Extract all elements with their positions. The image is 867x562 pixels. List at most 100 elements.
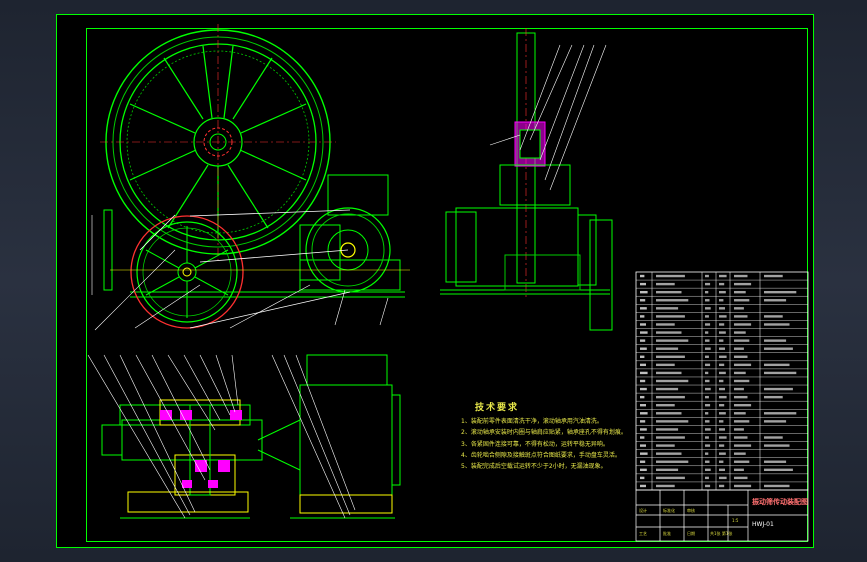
parts-cell-illegible: [734, 420, 750, 423]
parts-cell-illegible: [719, 355, 727, 358]
parts-cell-illegible: [656, 282, 675, 286]
parts-cell-illegible: [705, 420, 710, 423]
parts-cell-illegible: [764, 274, 783, 278]
parts-cell-illegible: [734, 290, 746, 294]
leader-lines-front: [91, 215, 389, 331]
parts-cell-illegible: [719, 363, 725, 367]
leader-lines-side: [489, 44, 607, 191]
parts-cell-illegible: [640, 355, 645, 358]
base-frame-front: [103, 174, 405, 298]
parts-cell-illegible: [640, 484, 646, 488]
parts-cell-illegible: [705, 371, 709, 375]
parts-cell-illegible: [656, 339, 689, 342]
parts-cell-illegible: [640, 290, 648, 294]
parts-cell-illegible: [656, 420, 689, 423]
parts-cell-illegible: [764, 315, 783, 318]
note-line-2: 2、滚动轴承安装时内圈与轴肩应贴紧，轴承座孔不得有划痕。: [461, 429, 627, 437]
parts-cell-illegible: [705, 355, 709, 358]
parts-cell-illegible: [656, 315, 685, 318]
parts-cell-illegible: [719, 387, 725, 391]
drawing-title: 振动筛传动装配图: [752, 498, 808, 506]
parts-cell-illegible: [719, 307, 725, 310]
note-line-1: 1、装配前零件表面清洗干净，滚动轴承用汽油清洗。: [461, 418, 603, 426]
parts-cell-illegible: [719, 404, 725, 407]
motor-pulley-front-view: [299, 207, 391, 293]
note-line-4: 4、齿轮啮合侧隙及接触斑点符合图纸要求，手动盘车灵活。: [461, 451, 621, 459]
parts-cell-illegible: [656, 307, 679, 310]
parts-cell-illegible: [705, 363, 711, 367]
parts-cell-illegible: [656, 404, 675, 407]
large-pulley-front-view: [100, 24, 336, 262]
parts-cell-illegible: [719, 436, 727, 439]
parts-cell-illegible: [719, 460, 724, 463]
notes-title: 技术要求: [475, 403, 520, 413]
parts-cell-illegible: [719, 274, 727, 278]
parts-cell-illegible: [705, 484, 711, 488]
parts-cell-illegible: [719, 420, 724, 423]
parts-cell-illegible: [719, 395, 727, 399]
parts-cell-illegible: [656, 468, 679, 472]
parts-cell-illegible: [734, 371, 746, 375]
parts-cell-illegible: [719, 331, 726, 334]
parts-cell-illegible: [719, 347, 725, 350]
drawing-code: HWJ-01: [752, 521, 774, 528]
tb-process: 工艺: [639, 531, 647, 536]
parts-cell-illegible: [640, 315, 645, 318]
parts-cell-illegible: [719, 371, 726, 375]
parts-cell-illegible: [734, 315, 748, 318]
parts-cell-illegible: [734, 379, 750, 383]
parts-cell-illegible: [656, 476, 685, 480]
parts-cell-illegible: [764, 484, 790, 488]
parts-cell-illegible: [734, 484, 752, 488]
parts-cell-illegible: [734, 412, 746, 415]
parts-cell-illegible: [734, 355, 748, 358]
parts-cell-illegible: [705, 282, 711, 286]
parts-cell-illegible: [764, 347, 793, 350]
parts-cell-illegible: [705, 315, 709, 318]
parts-cell-illegible: [705, 323, 711, 326]
tb-sheet: 共1张 第1张: [710, 531, 733, 536]
drawing-sheet: [56, 14, 813, 548]
parts-cell-illegible: [705, 379, 710, 383]
parts-cell-illegible: [734, 339, 750, 342]
parts-cell-illegible: [640, 436, 645, 439]
parts-cell-illegible: [656, 444, 675, 447]
parts-cell-illegible: [656, 436, 685, 439]
parts-cell-illegible: [705, 444, 711, 447]
parts-cell-illegible: [734, 468, 744, 472]
parts-cell-illegible: [640, 404, 646, 407]
parts-cell-illegible: [640, 444, 646, 447]
parts-cell-illegible: [640, 274, 645, 278]
parts-cell-illegible: [705, 387, 711, 391]
parts-cell-illegible: [705, 347, 711, 350]
parts-cell-illegible: [764, 444, 790, 447]
parts-cell-illegible: [705, 460, 710, 463]
parts-cell-illegible: [656, 460, 689, 463]
note-line-3: 3、各紧固件连接可靠，不得有松动，运转平稳无异响。: [461, 440, 609, 448]
side-view: [440, 28, 613, 331]
parts-cell-illegible: [764, 412, 797, 415]
parts-cell-illegible: [640, 323, 646, 326]
parts-cell-illegible: [705, 476, 709, 480]
parts-cell-illegible: [705, 290, 709, 294]
parts-cell-illegible: [656, 299, 689, 302]
parts-cell-illegible: [656, 323, 675, 326]
parts-cell-illegible: [656, 379, 689, 383]
parts-cell-illegible: [764, 436, 783, 439]
parts-cell-illegible: [734, 307, 744, 310]
parts-cell-illegible: [719, 484, 725, 488]
parts-cell-illegible: [640, 387, 647, 391]
parts-cell-illegible: [719, 444, 725, 447]
parts-cell-illegible: [734, 404, 752, 407]
parts-cell-illegible: [640, 282, 646, 286]
parts-cell-illegible: [734, 452, 746, 455]
parts-cell-illegible: [719, 282, 725, 286]
parts-cell-illegible: [705, 468, 711, 472]
parts-cell-illegible: [656, 452, 682, 455]
parts-cell-illegible: [640, 452, 648, 455]
parts-cell-illegible: [734, 274, 748, 278]
parts-cell-illegible: [656, 387, 679, 391]
parts-cell-illegible: [640, 428, 647, 431]
parts-cell-illegible: [705, 404, 711, 407]
